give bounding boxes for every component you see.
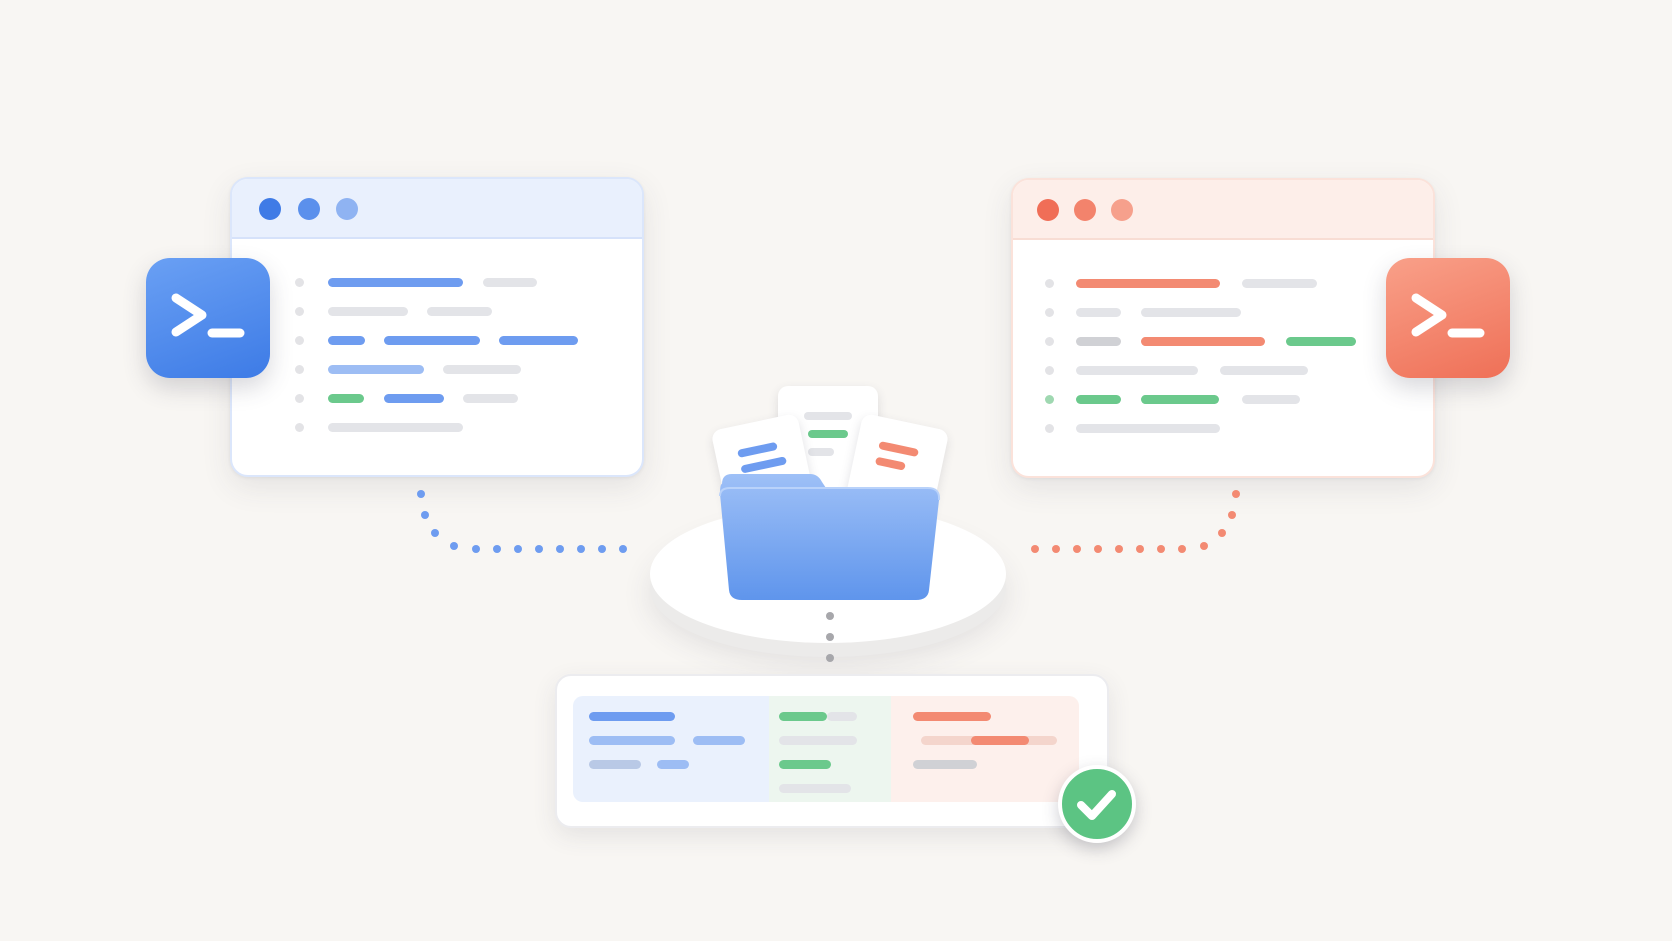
window-maximize-dot[interactable] (1111, 199, 1133, 221)
result-column-red (891, 696, 1079, 802)
left-window-titlebar (232, 179, 642, 239)
result-table-panel (555, 674, 1109, 828)
window-minimize-dot[interactable] (1074, 199, 1096, 221)
left-code-window (230, 177, 644, 477)
window-maximize-dot[interactable] (336, 198, 358, 220)
right-window-titlebar (1013, 180, 1433, 240)
window-close-dot[interactable] (1037, 199, 1059, 221)
folder-icon[interactable] (714, 470, 944, 604)
terminal-prompt-icon (146, 258, 270, 378)
checkmark-icon (1058, 765, 1136, 843)
right-code-window (1011, 178, 1435, 478)
terminal-prompt-icon (1386, 258, 1510, 378)
result-column-green (769, 696, 891, 802)
window-close-dot[interactable] (259, 198, 281, 220)
result-column-blue (573, 696, 769, 802)
window-minimize-dot[interactable] (298, 198, 320, 220)
